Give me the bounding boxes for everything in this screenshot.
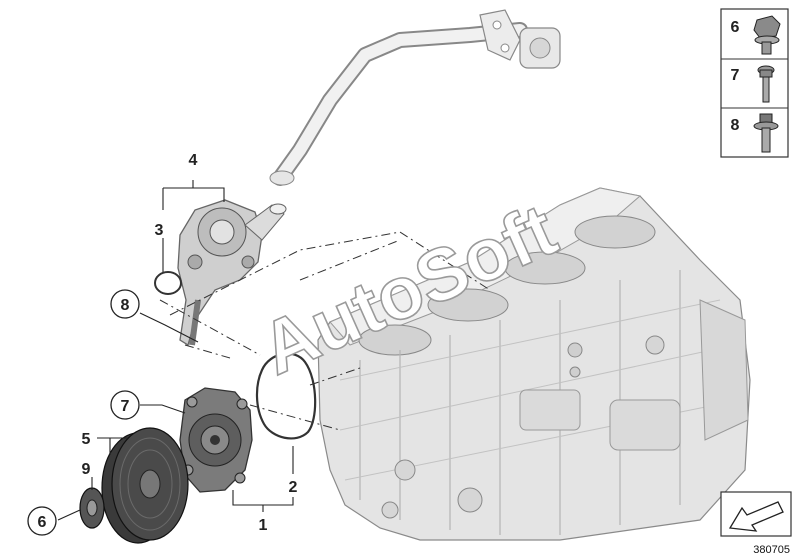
callout-9[interactable]: 9 — [82, 461, 91, 478]
water-pump-gasket — [255, 352, 317, 440]
callout-8-circle — [110, 289, 140, 319]
legend-item-8[interactable]: 8 — [731, 113, 779, 153]
pulley — [101, 427, 189, 544]
callout-9-label: 9 — [82, 461, 91, 478]
screw-icon — [757, 65, 775, 103]
callout-6[interactable]: 6 — [27, 506, 57, 536]
callout-3-label: 3 — [155, 222, 164, 239]
legend-item-8-label: 8 — [731, 117, 740, 134]
washer-hole — [86, 499, 98, 517]
callout-7[interactable]: 7 — [110, 390, 140, 420]
assembly-lines — [159, 231, 491, 431]
callout-8-label: 8 — [121, 297, 130, 314]
callout-7-label: 7 — [121, 398, 130, 415]
callout-5[interactable]: 5 — [82, 431, 91, 448]
diagram-number: 380705 — [753, 544, 790, 556]
legend-item-7[interactable]: 7 — [731, 65, 775, 103]
fastener-legend: 6 7 8 — [720, 8, 789, 158]
callout-6-label: 6 — [38, 514, 47, 531]
coolant-pipe — [269, 9, 561, 186]
callout-1[interactable]: 1 — [259, 517, 268, 534]
callout-1-label: 1 — [259, 517, 268, 534]
callout-4[interactable]: 4 — [189, 152, 198, 169]
hex-bolt-icon — [753, 15, 781, 55]
leader-lines — [57, 180, 294, 521]
callout-8[interactable]: 8 — [110, 289, 140, 319]
thermostat-housing — [177, 199, 287, 347]
water-pump — [179, 387, 253, 493]
callout-4-label: 4 — [189, 152, 198, 169]
callout-2-label: 2 — [289, 479, 298, 496]
engine-block — [317, 187, 751, 541]
callout-6-circle — [27, 506, 57, 536]
o-ring — [154, 271, 182, 295]
callout-2[interactable]: 2 — [289, 479, 298, 496]
callout-3[interactable]: 3 — [155, 222, 164, 239]
arrow-left-down-icon[interactable] — [720, 491, 792, 537]
callout-7-circle — [110, 390, 140, 420]
flange-bolt-icon — [753, 113, 779, 153]
legend-item-7-label: 7 — [731, 67, 740, 84]
legend-item-6[interactable]: 6 — [731, 15, 781, 55]
callout-5-label: 5 — [82, 431, 91, 448]
legend-item-6-label: 6 — [731, 19, 740, 36]
